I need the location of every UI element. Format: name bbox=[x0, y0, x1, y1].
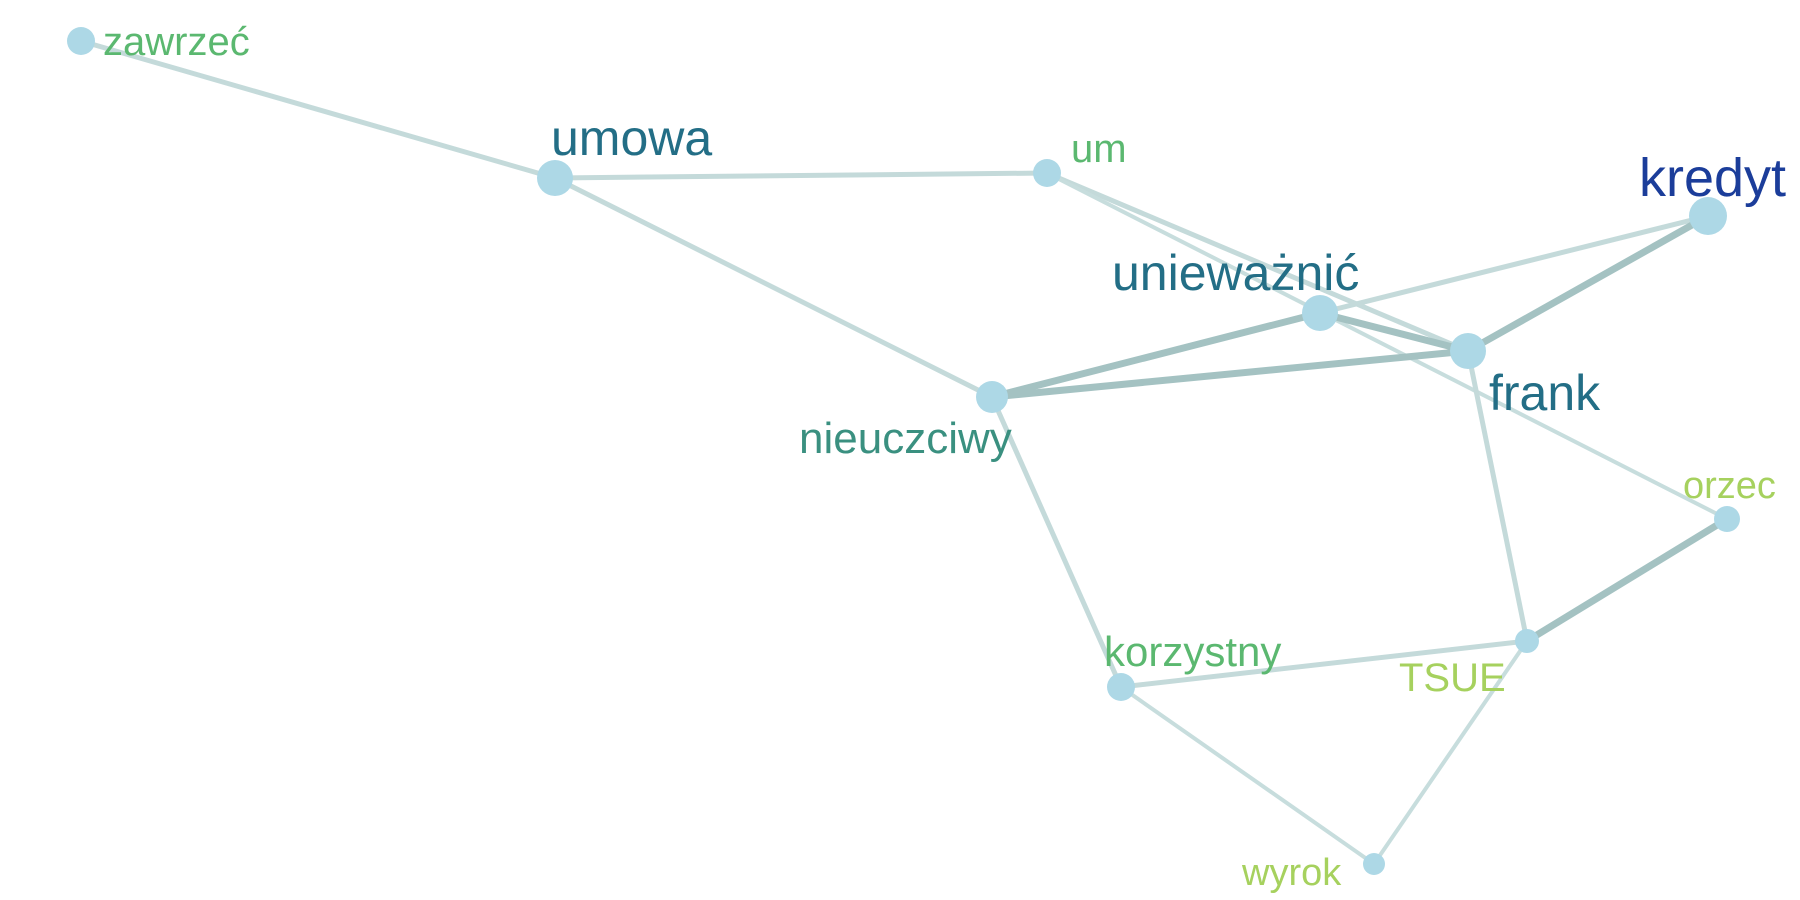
edges-layer bbox=[78, 38, 1731, 866]
edge-wyrok-TSUE bbox=[1372, 639, 1529, 866]
edge-umowa-um bbox=[552, 170, 1050, 181]
nodes-layer bbox=[67, 27, 1740, 875]
node-um bbox=[1033, 159, 1061, 187]
node-label-um: um bbox=[1071, 127, 1127, 171]
edge-um-orzec bbox=[1045, 171, 1729, 521]
node-label-orzec: orzec bbox=[1683, 465, 1776, 507]
node-frank bbox=[1450, 333, 1486, 369]
edge-umowa-nieuczciwy bbox=[552, 175, 995, 400]
edge-nieuczciwy-frank bbox=[988, 347, 1472, 401]
node-label-TSUE: TSUE bbox=[1399, 656, 1506, 700]
edge-frank-TSUE bbox=[1465, 348, 1530, 644]
node-label-uniewaznic: unieważnić bbox=[1112, 245, 1359, 301]
node-wyrok bbox=[1363, 853, 1385, 875]
node-uniewaznic bbox=[1302, 295, 1338, 331]
edge-zawrzec-umowa bbox=[78, 38, 558, 181]
edge-um-frank bbox=[1044, 170, 1471, 354]
node-label-kredyt: kredyt bbox=[1639, 148, 1786, 208]
edge-nieuczciwy-uniewaznic bbox=[988, 309, 1324, 401]
node-kredyt bbox=[1689, 197, 1727, 235]
node-label-zawrzec: zawrzeć bbox=[103, 20, 250, 64]
node-zawrzec bbox=[67, 27, 95, 55]
edge-TSUE-orzec bbox=[1523, 515, 1731, 645]
node-label-korzystny: korzystny bbox=[1104, 628, 1281, 675]
node-label-frank: frank bbox=[1489, 365, 1601, 421]
edge-nieuczciwy-korzystny bbox=[989, 394, 1124, 690]
node-label-umowa: umowa bbox=[551, 110, 712, 166]
edge-korzystny-TSUE bbox=[1118, 638, 1530, 690]
node-label-nieuczciwy: nieuczciwy bbox=[799, 414, 1012, 463]
node-korzystny bbox=[1107, 673, 1135, 701]
node-nieuczciwy bbox=[976, 381, 1008, 413]
edge-korzystny-wyrok bbox=[1119, 685, 1376, 866]
edge-uniewaznic-kredyt bbox=[1317, 213, 1711, 316]
labels-layer: zawrzeć umowa um kredyt unieważnić frank nieuc… bbox=[103, 20, 1786, 894]
node-label-wyrok: wyrok bbox=[1241, 852, 1342, 894]
node-orzec bbox=[1714, 506, 1740, 532]
node-TSUE bbox=[1515, 629, 1539, 653]
edge-frank-kredyt bbox=[1464, 212, 1712, 355]
node-umowa bbox=[537, 160, 573, 196]
edge-uniewaznic-frank bbox=[1316, 309, 1472, 355]
